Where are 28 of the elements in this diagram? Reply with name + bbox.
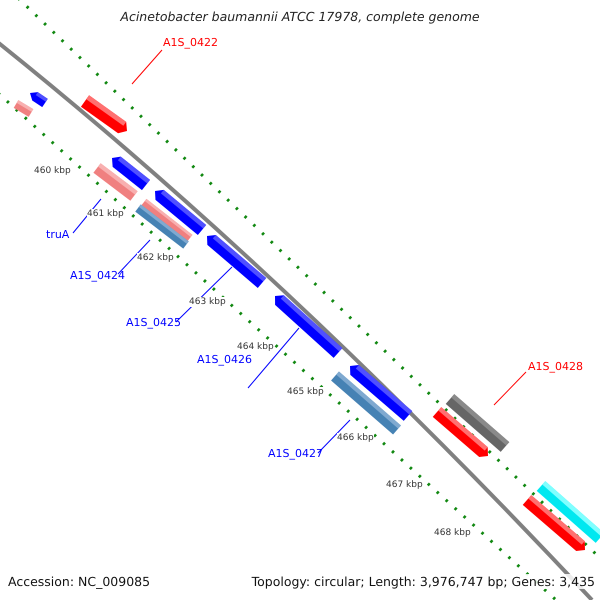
gene-bar bbox=[93, 163, 138, 201]
scale-label: 467 kbp bbox=[386, 480, 423, 490]
footer-text: Topology: circular; Length: 3,976,747 bp; Genes: 3,435 bbox=[252, 574, 595, 589]
gene-label: truA bbox=[46, 228, 70, 241]
leader-line bbox=[132, 50, 162, 84]
scale-label: 460 kbp bbox=[34, 166, 71, 176]
leader-line bbox=[118, 240, 150, 274]
footer-text: Accession: NC_009085 bbox=[8, 574, 150, 589]
scale-label: 461 kbp bbox=[87, 209, 124, 219]
gene-bar bbox=[446, 394, 510, 452]
gene-label: A1S_0426 bbox=[197, 353, 252, 366]
gene-label: A1S_0425 bbox=[126, 316, 181, 329]
gene-bar bbox=[135, 204, 189, 249]
leader-line bbox=[72, 198, 102, 234]
gene-bar bbox=[80, 95, 127, 134]
gene-bar bbox=[275, 295, 342, 358]
diagram-title: Acinetobacter baumannii ATCC 17978, complete genome bbox=[118, 9, 481, 24]
leader-line bbox=[494, 372, 526, 406]
gene-label: A1S_0427 bbox=[268, 447, 323, 460]
gene-label: A1S_0422 bbox=[163, 36, 218, 49]
gene-label: A1S_0428 bbox=[528, 360, 583, 373]
gene-label: A1S_0424 bbox=[70, 269, 125, 282]
leader-line bbox=[248, 328, 300, 388]
scale-label: 466 kbp bbox=[337, 433, 374, 443]
scale-label: 468 kbp bbox=[434, 528, 471, 538]
leader-line bbox=[318, 420, 350, 454]
gene-bar bbox=[207, 234, 266, 288]
gene-bar bbox=[331, 371, 401, 435]
